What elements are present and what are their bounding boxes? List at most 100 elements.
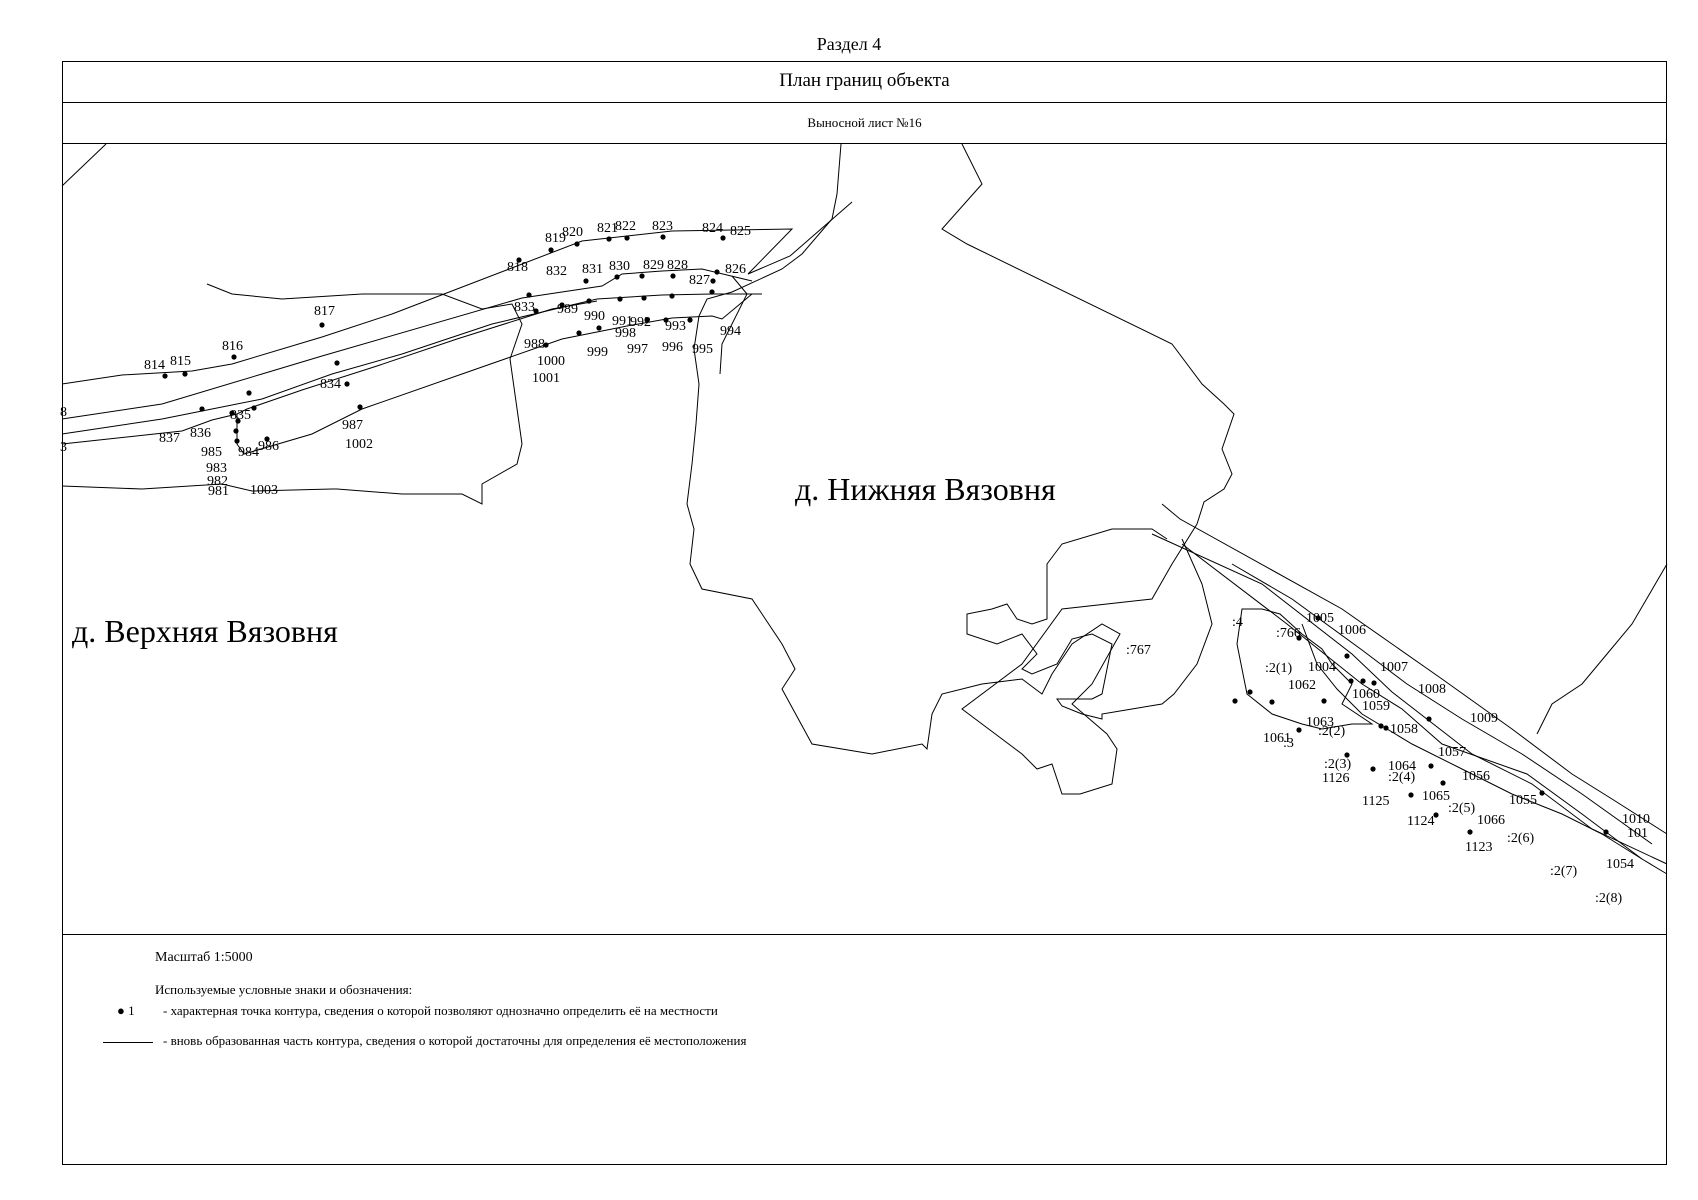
svg-text:829: 829: [643, 258, 664, 273]
svg-text::3: :3: [1283, 736, 1294, 751]
svg-text:1056: 1056: [1462, 769, 1490, 784]
svg-text:818: 818: [507, 260, 528, 275]
svg-text:820: 820: [562, 225, 583, 240]
svg-text::4: :4: [1232, 615, 1243, 630]
svg-text:824: 824: [702, 221, 723, 236]
boundary-line: [61, 143, 107, 187]
scale-label: Масштаб 1:5000: [155, 950, 253, 965]
settlement-label-verkhnyaya: д. Верхняя Вязовня: [72, 613, 338, 649]
svg-text:837: 837: [159, 431, 180, 446]
road-line: [61, 300, 598, 445]
svg-text:982: 982: [207, 474, 228, 489]
svg-text:992: 992: [630, 315, 651, 330]
point-symbol-icon: ● 1: [117, 1003, 135, 1018]
svg-text:983: 983: [206, 461, 227, 476]
svg-text:991: 991: [612, 314, 633, 329]
road-line: [1161, 503, 1668, 835]
svg-text:1006: 1006: [1338, 623, 1366, 638]
svg-text:995: 995: [692, 342, 713, 357]
svg-text:833: 833: [514, 300, 535, 315]
section-title: Раздел 4: [816, 34, 882, 54]
svg-text:981: 981: [208, 484, 229, 499]
svg-text:1010: 1010: [1622, 812, 1650, 827]
svg-text:822: 822: [615, 219, 636, 234]
svg-text:828: 828: [667, 258, 688, 273]
svg-text:994: 994: [720, 324, 741, 339]
svg-text:996: 996: [662, 340, 683, 355]
svg-text:1063: 1063: [1306, 715, 1334, 730]
svg-text::2(2): :2(2): [1318, 724, 1346, 739]
svg-text:823: 823: [652, 219, 673, 234]
svg-text:1065: 1065: [1422, 789, 1450, 804]
svg-text:997: 997: [627, 342, 648, 357]
svg-text:1057: 1057: [1438, 745, 1466, 760]
svg-text:836: 836: [190, 426, 211, 441]
svg-text:814: 814: [144, 358, 165, 373]
parcel-outline-3: [1236, 608, 1374, 730]
settlement-outline-nizhnyaya: [686, 143, 1235, 795]
road-line: [61, 201, 853, 385]
svg-text:831: 831: [582, 262, 603, 277]
svg-text::766: :766: [1276, 626, 1301, 641]
svg-text:1124: 1124: [1407, 814, 1434, 829]
road-line: [61, 268, 753, 420]
svg-text:1060: 1060: [1352, 687, 1380, 702]
svg-text:832: 832: [546, 264, 567, 279]
svg-text:1125: 1125: [1362, 794, 1389, 809]
svg-text:830: 830: [609, 259, 630, 274]
boundary-line: [1536, 563, 1668, 735]
svg-text:999: 999: [587, 345, 608, 360]
svg-text:819: 819: [545, 231, 566, 246]
svg-text:986: 986: [258, 439, 279, 454]
plan-title: План границ объекта: [62, 61, 1667, 103]
svg-text:1061: 1061: [1263, 731, 1291, 746]
road-line: [61, 293, 762, 435]
svg-text:1062: 1062: [1288, 678, 1316, 693]
road-line: [1181, 543, 1668, 875]
svg-text:1003: 1003: [250, 483, 278, 498]
svg-text::2(6): :2(6): [1507, 831, 1535, 846]
svg-text:3: 3: [60, 440, 67, 455]
svg-text:826: 826: [725, 262, 746, 277]
svg-text:8: 8: [60, 405, 67, 420]
settlement-outline-verkhnyaya: [61, 283, 523, 505]
road-line: [236, 293, 753, 455]
parcel-outline-767: [966, 528, 1213, 720]
svg-text::2(4): :2(4): [1388, 770, 1416, 785]
svg-text:1066: 1066: [1477, 813, 1505, 828]
svg-text::2(7): :2(7): [1550, 864, 1578, 879]
svg-text:989: 989: [557, 302, 578, 317]
svg-text::767: :767: [1126, 643, 1151, 658]
settlement-label-nizhnyaya: д. Нижняя Вязовня: [795, 471, 1056, 507]
svg-text:985: 985: [201, 445, 222, 460]
svg-text:816: 816: [222, 339, 243, 354]
legend-title: Используемые условные знаки и обозначени…: [155, 982, 413, 997]
svg-text:1002: 1002: [345, 437, 373, 452]
svg-text:1009: 1009: [1470, 711, 1498, 726]
road-line: [719, 275, 748, 375]
svg-text:993: 993: [665, 319, 686, 334]
legend-point-text: - характерная точка контура, сведения о …: [163, 1003, 718, 1018]
svg-text::2(3): :2(3): [1324, 757, 1352, 772]
svg-text:1007: 1007: [1380, 660, 1408, 675]
svg-text:990: 990: [584, 309, 605, 324]
svg-text:1055: 1055: [1509, 793, 1537, 808]
svg-text:1064: 1064: [1388, 759, 1416, 774]
svg-text:815: 815: [170, 354, 191, 369]
svg-text:1001: 1001: [532, 371, 560, 386]
road-line: [1231, 563, 1653, 845]
svg-text:1000: 1000: [537, 354, 565, 369]
svg-text:821: 821: [597, 221, 618, 236]
svg-text:827: 827: [689, 273, 710, 288]
svg-text:825: 825: [730, 224, 751, 239]
svg-text:984: 984: [238, 445, 259, 460]
svg-text:1005: 1005: [1306, 611, 1334, 626]
svg-text::2(8): :2(8): [1595, 891, 1623, 906]
svg-text:1059: 1059: [1362, 699, 1390, 714]
sheet-frame: [62, 61, 1667, 1165]
line-symbol-icon: [103, 1042, 153, 1043]
svg-text::2(1): :2(1): [1265, 661, 1293, 676]
svg-text:987: 987: [342, 418, 363, 433]
